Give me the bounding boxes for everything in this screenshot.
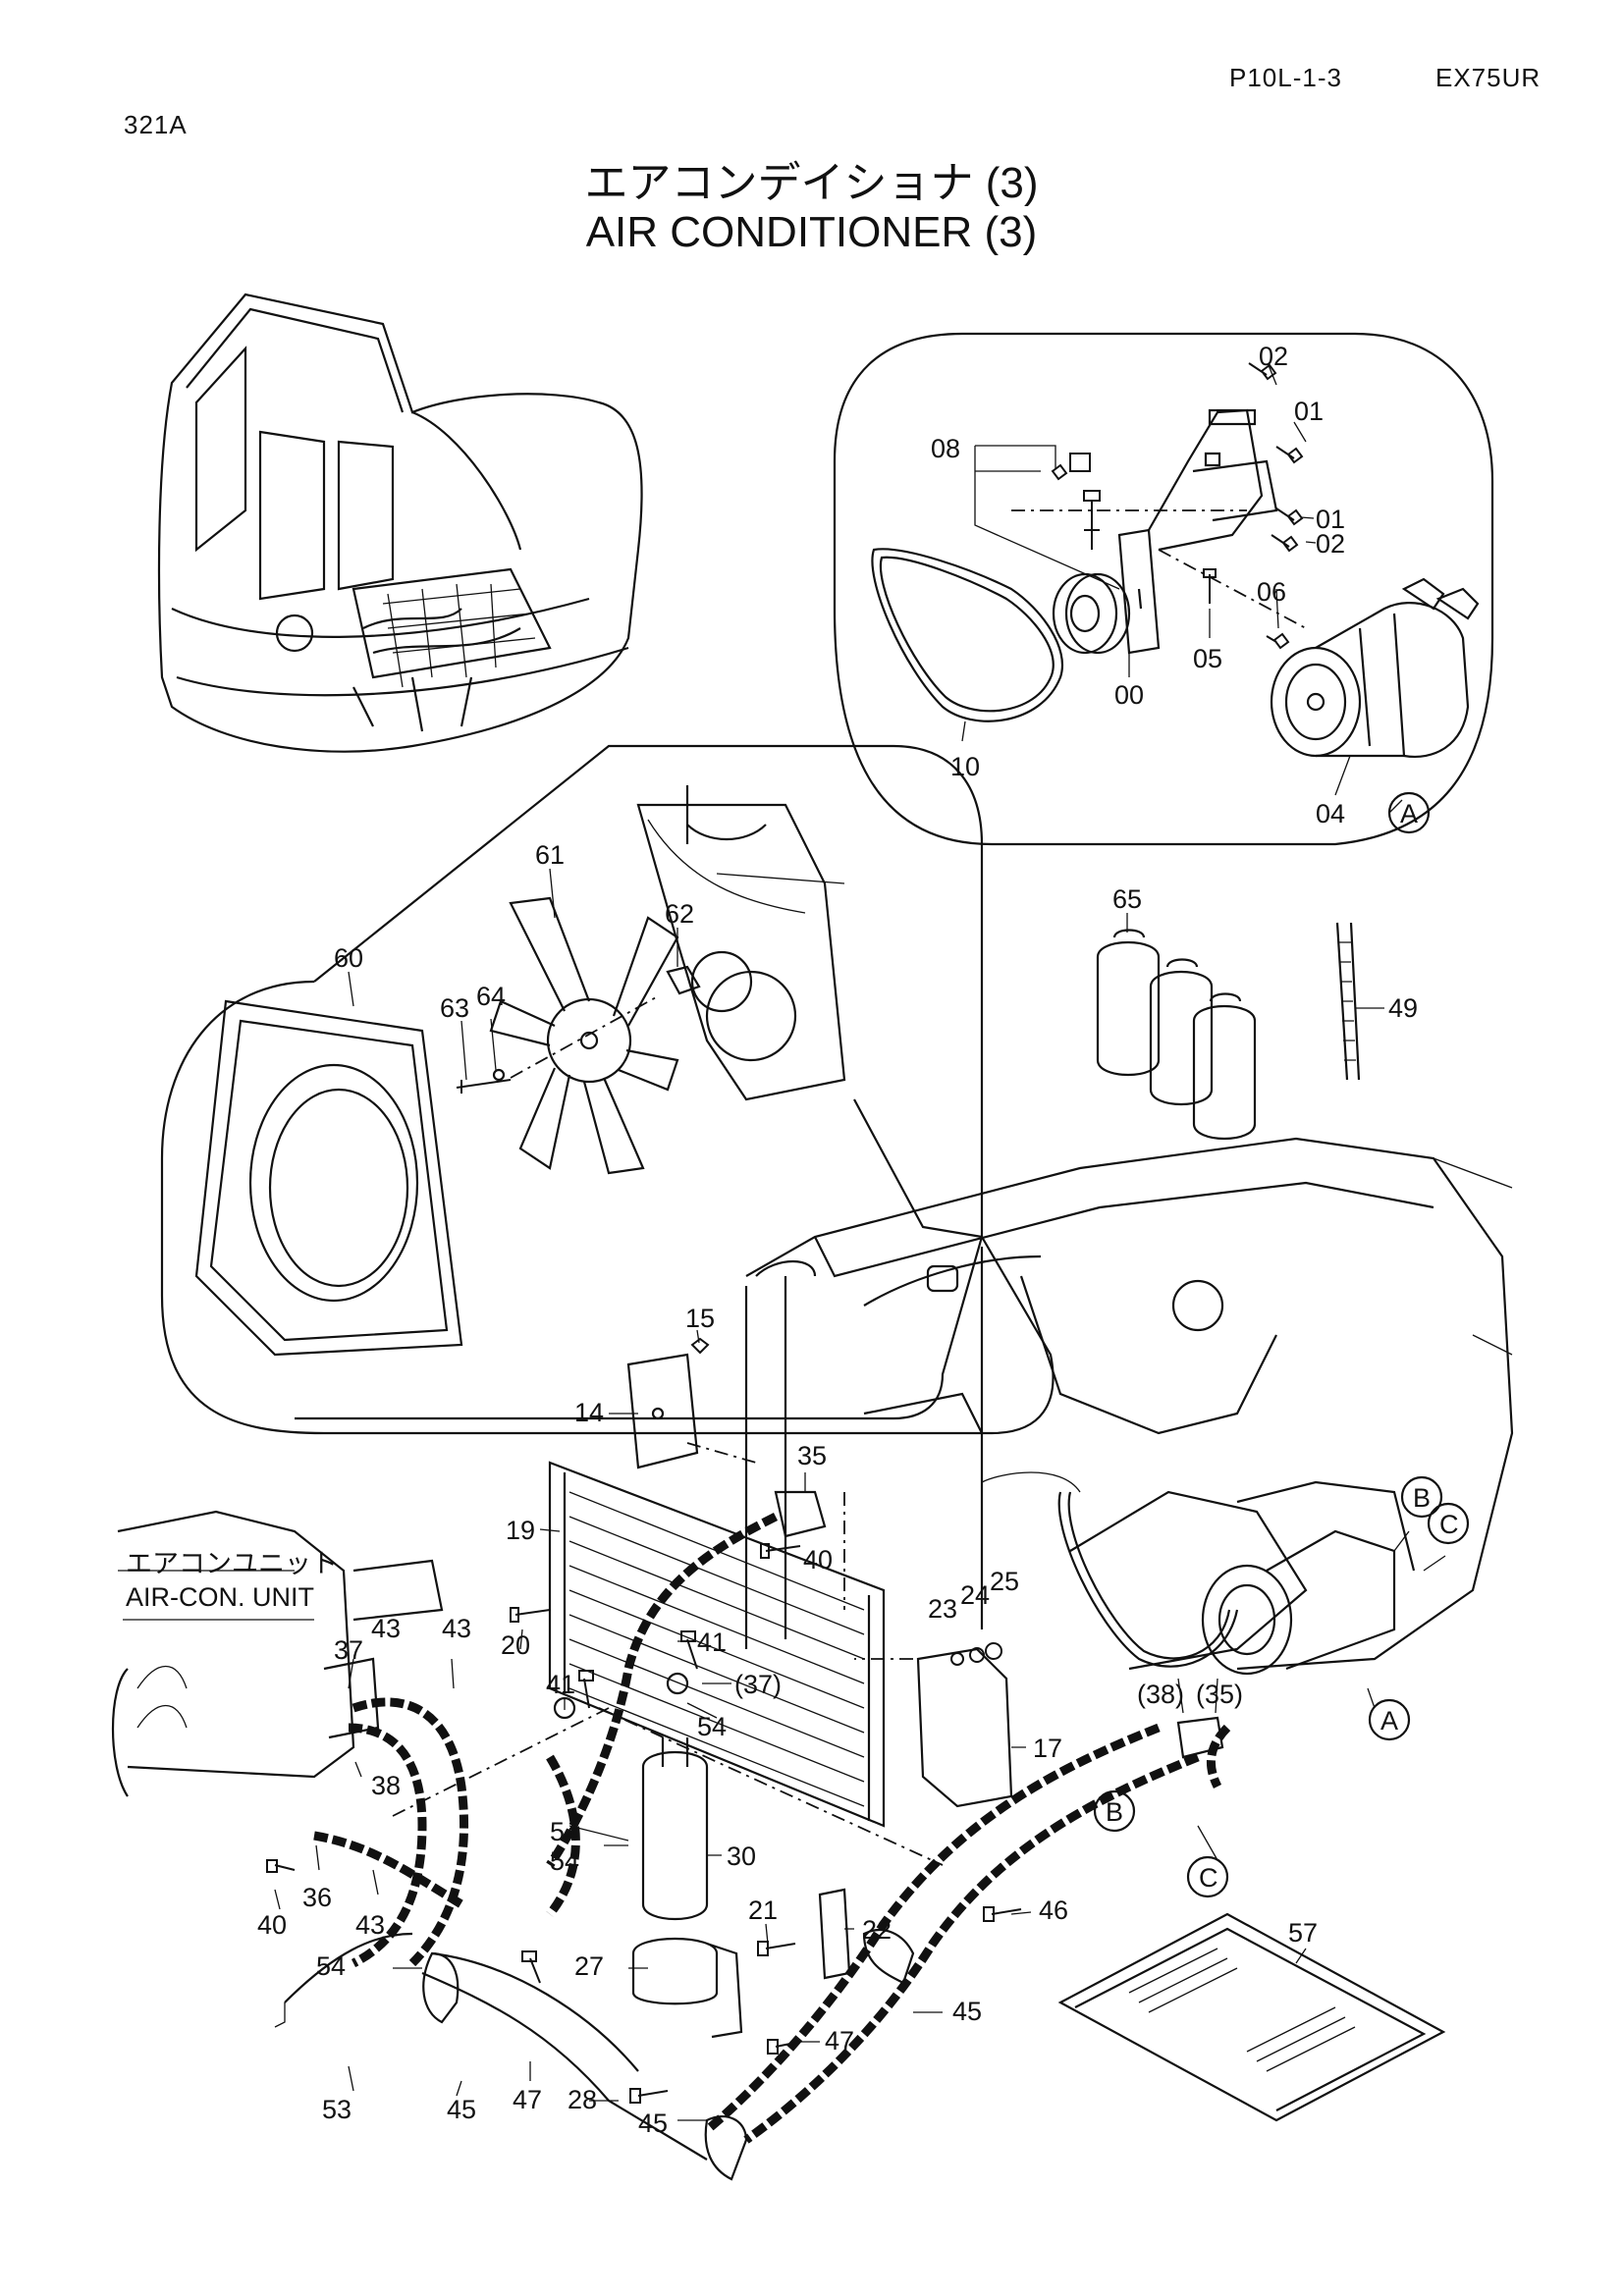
detail-a-compressor (833, 332, 1494, 846)
label-00: 00 (1114, 680, 1144, 710)
label-15: 15 (685, 1304, 715, 1333)
label-40a: 40 (803, 1545, 833, 1575)
label-02a: 02 (1259, 342, 1288, 371)
label-30: 30 (727, 1842, 756, 1871)
hoses (284, 1490, 1231, 2181)
refrigerant-cans (1096, 913, 1384, 1140)
ref-circle-c2 (1186, 1855, 1229, 1898)
label-01a: 01 (1294, 397, 1324, 426)
label-38: 38 (371, 1771, 401, 1800)
ref-circle-c (1427, 1502, 1470, 1545)
label-23: 23 (928, 1594, 957, 1624)
label-46: 46 (1039, 1896, 1068, 1925)
label-54c: 54 (550, 1846, 579, 1876)
engine-background (744, 1137, 1514, 1676)
label-61: 61 (535, 840, 565, 870)
label-45c: 45 (638, 2109, 668, 2138)
label-35: 35 (797, 1441, 827, 1470)
label-ref-b2: B (1106, 1797, 1123, 1827)
label-47b: 47 (825, 2026, 854, 2056)
label-20: 20 (501, 1630, 530, 1660)
label-54b: 54 (550, 1817, 579, 1846)
page-id: 321A (124, 110, 188, 139)
condenser (392, 1337, 1013, 2039)
part-labels: 02 01 08 01 02 06 05 00 10 04 A 61 62 60… (126, 342, 1459, 2138)
label-41a: 41 (697, 1628, 727, 1657)
label-10: 10 (950, 752, 980, 781)
label-37-ref: (37) (734, 1670, 782, 1699)
label-37: 37 (334, 1635, 363, 1665)
label-aircon-unit-en: AIR-CON. UNIT (126, 1582, 314, 1612)
fan-assembly-bubble (160, 744, 1055, 1435)
label-38-ref: (38) (1137, 1680, 1184, 1709)
label-43c: 43 (355, 1910, 385, 1940)
label-36: 36 (302, 1883, 332, 1912)
label-ref-a: A (1380, 1706, 1398, 1735)
label-63: 63 (440, 993, 469, 1023)
label-04: 04 (1316, 799, 1345, 828)
drawing-code: P10L-1-3 (1229, 63, 1342, 92)
label-01b: 01 (1316, 505, 1345, 534)
label-54d: 54 (316, 1951, 346, 1981)
label-08: 08 (931, 434, 960, 463)
label-19: 19 (506, 1516, 535, 1545)
label-aircon-unit-jp: エアコンユニット (126, 1549, 338, 1578)
excavator-overview (157, 293, 643, 753)
label-ref-c: C (1439, 1510, 1459, 1539)
ref-circle-b (1400, 1475, 1443, 1519)
cover-57 (1057, 1912, 1446, 2122)
label-45a: 45 (952, 1997, 982, 2026)
title-japanese: エアコンデイショナ (3) (584, 159, 1039, 207)
label-ref-b: B (1413, 1483, 1431, 1513)
label-27: 27 (574, 1951, 604, 1981)
label-47a: 47 (513, 2085, 542, 2114)
label-22: 22 (862, 1915, 892, 1945)
label-14: 14 (574, 1398, 604, 1427)
label-57: 57 (1288, 1918, 1318, 1948)
label-41b: 41 (546, 1670, 575, 1699)
label-49: 49 (1388, 993, 1418, 1023)
label-54a: 54 (697, 1712, 727, 1741)
machine-model: EX75UR (1435, 63, 1542, 92)
label-02b: 02 (1316, 529, 1345, 559)
label-60: 60 (334, 943, 363, 973)
label-53: 53 (322, 2095, 352, 2124)
label-35-ref: (35) (1196, 1680, 1243, 1709)
label-43a: 43 (371, 1614, 401, 1643)
label-17: 17 (1033, 1734, 1062, 1763)
label-ref-c2: C (1199, 1863, 1218, 1893)
leader-lines (274, 1329, 1446, 2121)
label-06: 06 (1257, 577, 1286, 607)
aircon-unit (111, 1510, 444, 1797)
label-05: 05 (1193, 644, 1222, 673)
label-25: 25 (990, 1567, 1019, 1596)
label-ref-a-detail: A (1400, 799, 1418, 828)
main-fasteners (266, 1543, 1022, 2104)
label-40b: 40 (257, 1910, 287, 1940)
label-43b: 43 (442, 1614, 471, 1643)
label-64: 64 (476, 982, 506, 1011)
label-65: 65 (1112, 884, 1142, 914)
label-62: 62 (665, 899, 694, 929)
title-english: AIR CONDITIONER (3) (585, 208, 1038, 256)
label-28: 28 (568, 2085, 597, 2114)
ref-circle-b2 (1093, 1789, 1136, 1833)
label-24: 24 (960, 1580, 990, 1610)
ref-circle-a (1368, 1698, 1411, 1741)
label-45b: 45 (447, 2095, 476, 2124)
label-21: 21 (748, 1896, 778, 1925)
